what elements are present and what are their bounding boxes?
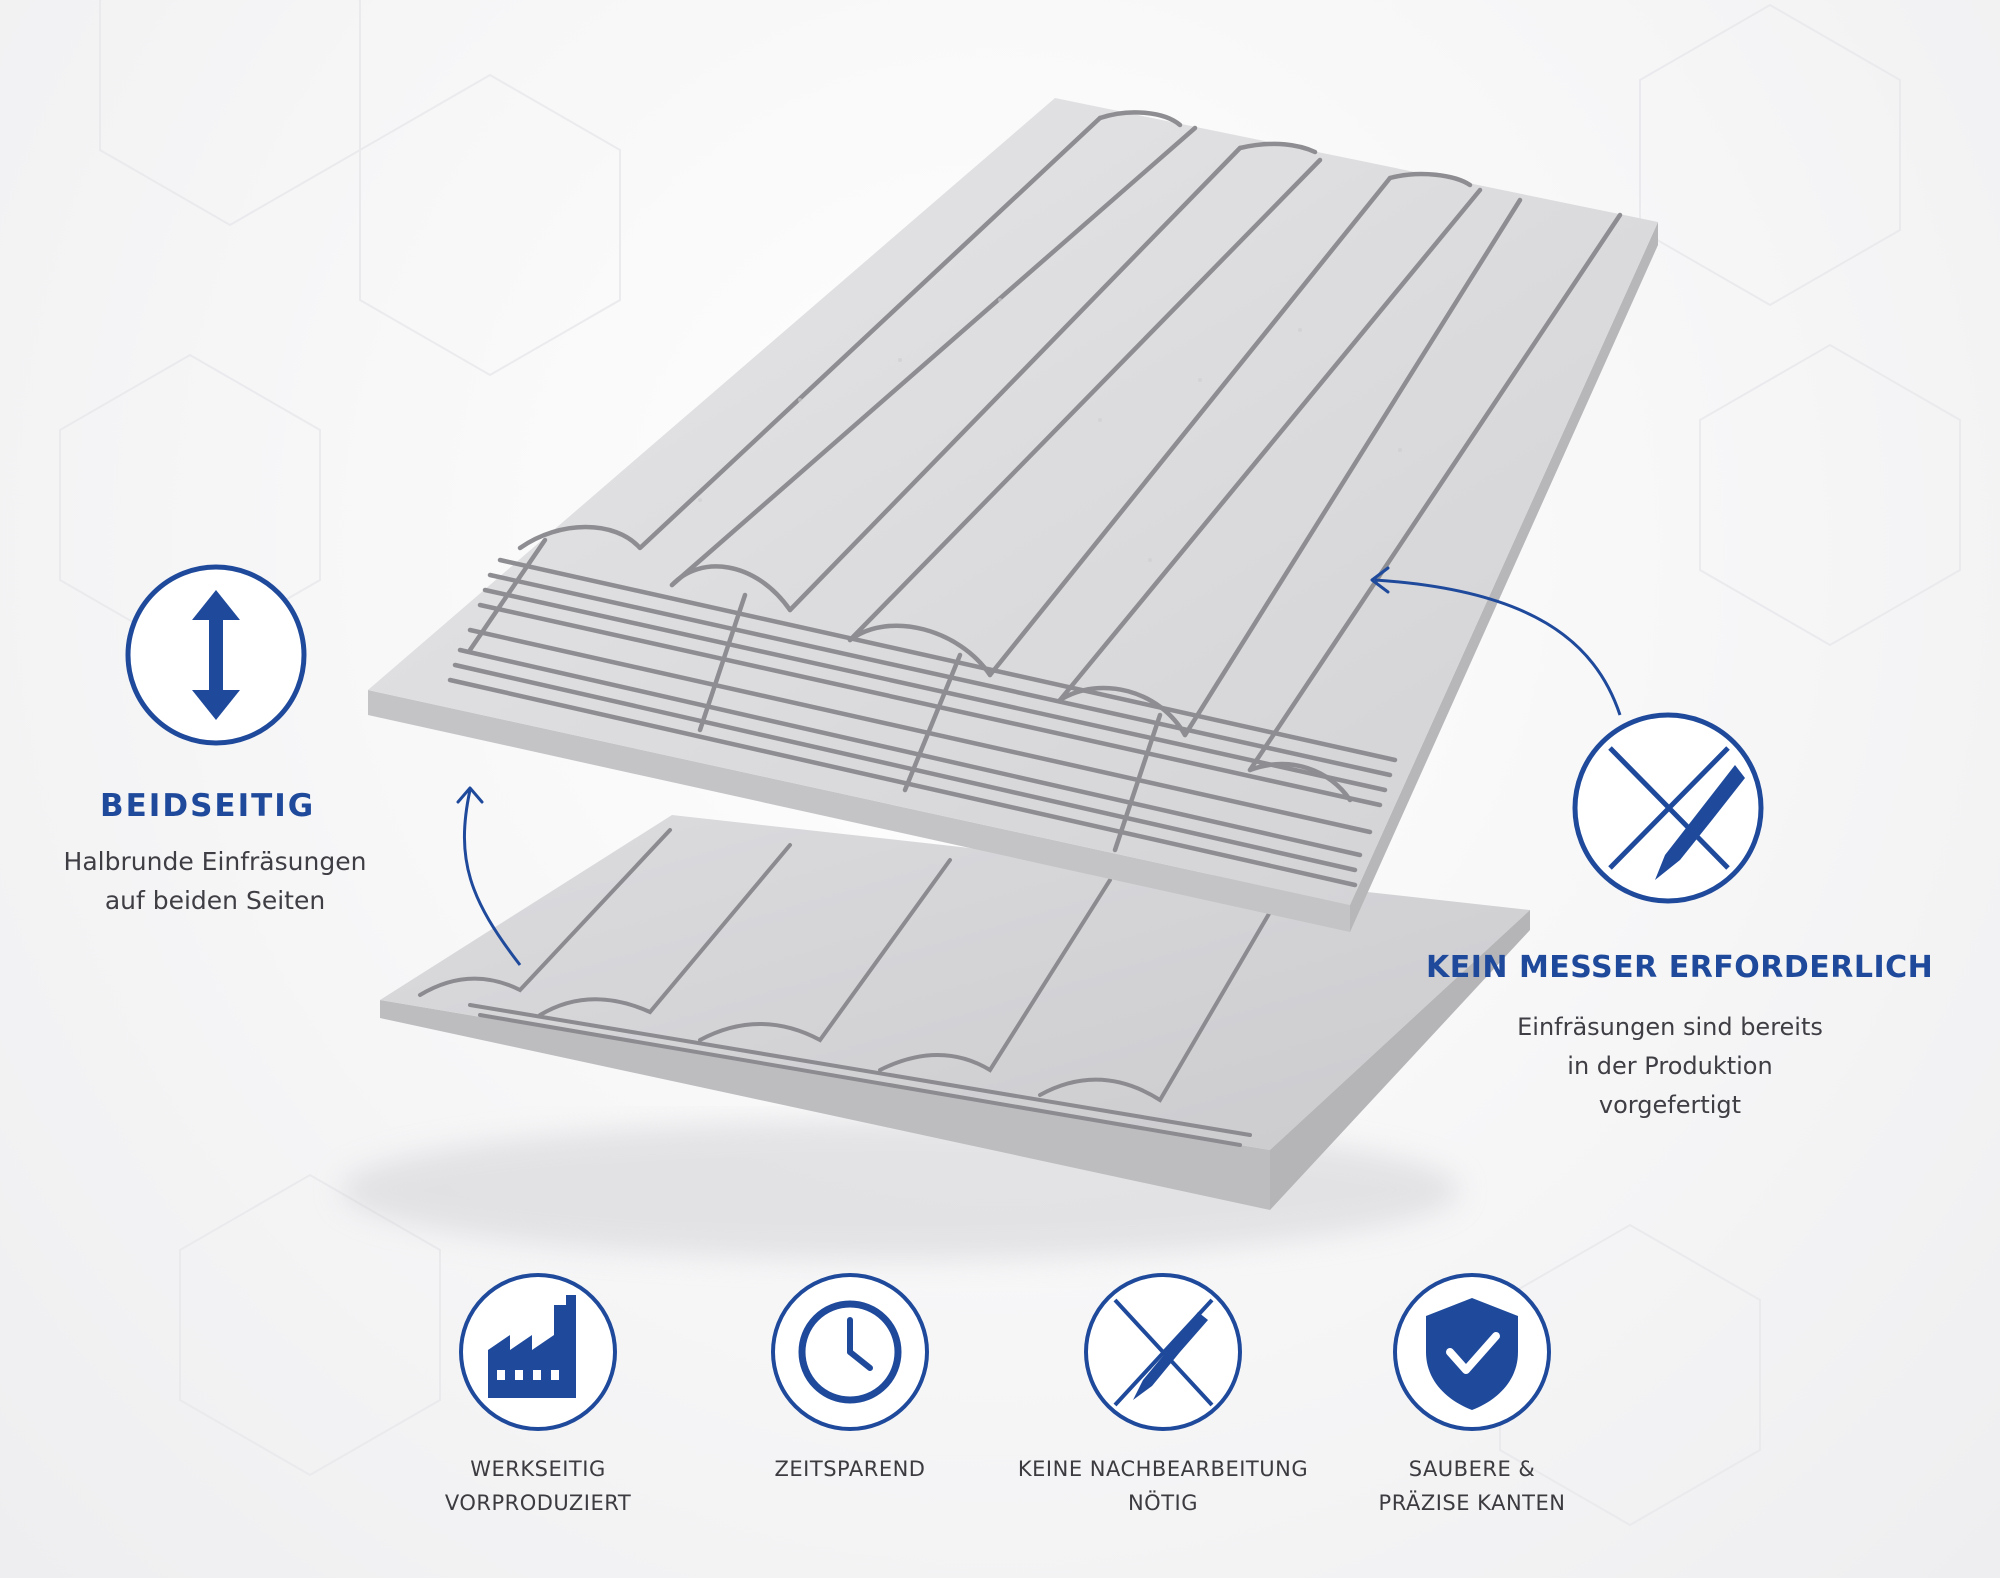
right-feature-line3: vorgefertigt	[1598, 1091, 1742, 1119]
shield-check-icon	[1393, 1273, 1551, 1431]
arrow-right	[1370, 566, 1622, 716]
right-feature-title: KEIN MESSER ERFORDERLICH	[1426, 950, 1934, 985]
right-feature-description: Einfräsungen sind bereits in der Produkt…	[1470, 1008, 1870, 1125]
left-feature-line2: auf beiden Seiten	[104, 886, 326, 915]
bottom-label-clock: ZEITSPAREND	[690, 1452, 1010, 1486]
left-feature-description: Halbrunde Einfräsungen auf beiden Seiten	[40, 842, 390, 920]
arrow-left	[456, 786, 522, 966]
vertical-double-arrow-icon	[125, 564, 307, 746]
bottom-label-shield: SAUBERE & PRÄZISE KANTEN	[1312, 1452, 1632, 1520]
no-knife-icon	[1572, 712, 1764, 904]
right-feature-line2: in der Produktion	[1567, 1052, 1773, 1080]
upper-board	[368, 98, 1658, 932]
bottom-label-clock-line1: ZEITSPAREND	[774, 1457, 926, 1481]
left-feature-title: BEIDSEITIG	[100, 788, 316, 824]
bottom-label-no-knife-line1: KEINE NACHBEARBEITUNG	[1017, 1457, 1309, 1481]
bottom-label-factory-line1: WERKSEITIG	[470, 1457, 606, 1481]
left-feature-line1: Halbrunde Einfräsungen	[63, 847, 367, 876]
bottom-label-factory-line2: VORPRODUZIERT	[444, 1491, 632, 1515]
right-feature-line1: Einfräsungen sind bereits	[1517, 1013, 1823, 1041]
bottom-label-no-knife-line2: NÖTIG	[1127, 1491, 1199, 1515]
bottom-label-shield-line2: PRÄZISE KANTEN	[1378, 1491, 1566, 1515]
clock-icon	[771, 1273, 929, 1431]
bottom-label-shield-line1: SAUBERE &	[1408, 1457, 1536, 1481]
no-knife-small-icon	[1084, 1273, 1242, 1431]
bottom-label-factory: WERKSEITIG VORPRODUZIERT	[378, 1452, 698, 1520]
factory-icon	[459, 1273, 617, 1431]
bottom-label-no-knife: KEINE NACHBEARBEITUNG NÖTIG	[1003, 1452, 1323, 1520]
